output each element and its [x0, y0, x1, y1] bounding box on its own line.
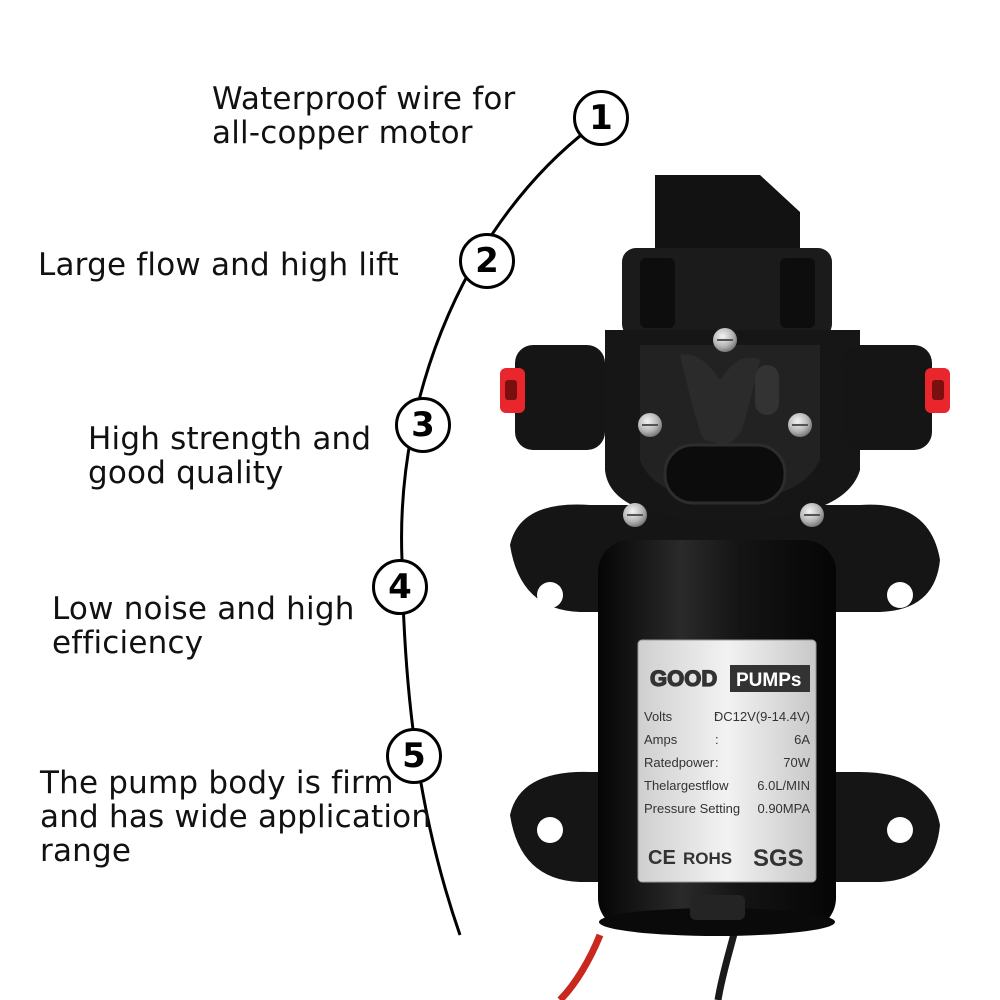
spec-rows: Volts:DC12V(9-14.4V)Amps:6ARatedpower:70…	[644, 709, 811, 816]
feature-3-line-2: good quality	[88, 455, 284, 491]
feature-4-badge: 4	[372, 559, 428, 615]
spec-key-1: Amps	[644, 732, 678, 747]
spec-label	[637, 639, 817, 883]
brand-right-text: PUMPs	[736, 670, 801, 691]
screws	[623, 328, 824, 527]
feature-1-line-2: all-copper motor	[212, 115, 473, 151]
feature-4-line-1: Low noise and high	[52, 591, 355, 627]
spec-value-2: 70W	[783, 755, 810, 770]
feature-4-text: Low noise and high efficiency	[52, 592, 355, 660]
feature-5-text: The pump body is firm and has wide appli…	[40, 766, 431, 868]
black-wire	[714, 929, 739, 1000]
spec-key-3: Thelargestflow	[644, 778, 729, 793]
spec-key-4: Pressure Setting	[644, 801, 740, 816]
spec-sep-2: :	[715, 755, 719, 770]
feature-5-badge: 5	[386, 728, 442, 784]
feature-1-badge: 1	[573, 90, 629, 146]
feature-2-text: Large flow and high lift	[38, 248, 399, 282]
spec-sep-4: :	[715, 801, 719, 816]
feature-3-line-1: High strength and	[88, 421, 372, 457]
cert-ce: CE	[648, 847, 676, 869]
feature-4-line-2: efficiency	[52, 625, 204, 661]
feature-3-badge: 3	[395, 397, 451, 453]
red-wire	[557, 933, 604, 1000]
cert-sgs: SGS	[753, 845, 804, 872]
feature-2-line-1: Large flow and high lift	[38, 247, 399, 283]
cert-rohs: ROHS	[683, 849, 732, 868]
spec-sep-1: :	[715, 732, 719, 747]
feature-1-text: Waterproof wire for all-copper motor	[212, 82, 515, 150]
feature-5-line-3: range	[40, 833, 132, 869]
feature-5-line-1: The pump body is firm	[40, 765, 394, 801]
spec-value-0: DC12V(9-14.4V)	[714, 709, 810, 724]
spec-sep-0: :	[715, 709, 719, 724]
feature-2-badge: 2	[459, 233, 515, 289]
feature-3-text: High strength and good quality	[88, 422, 371, 490]
spec-sep-3: :	[715, 778, 719, 793]
spec-key-0: Volts	[644, 709, 673, 724]
brand-left-text: GOOD	[650, 666, 717, 691]
spec-value-1: 6A	[794, 732, 810, 747]
feature-1-line-1: Waterproof wire for	[212, 81, 516, 117]
feature-5-line-2: and has wide application	[40, 799, 432, 835]
spec-key-2: Ratedpower	[644, 755, 715, 770]
spec-value-3: 6.0L/MIN	[757, 778, 810, 793]
spec-value-4: 0.90MPA	[757, 801, 810, 816]
